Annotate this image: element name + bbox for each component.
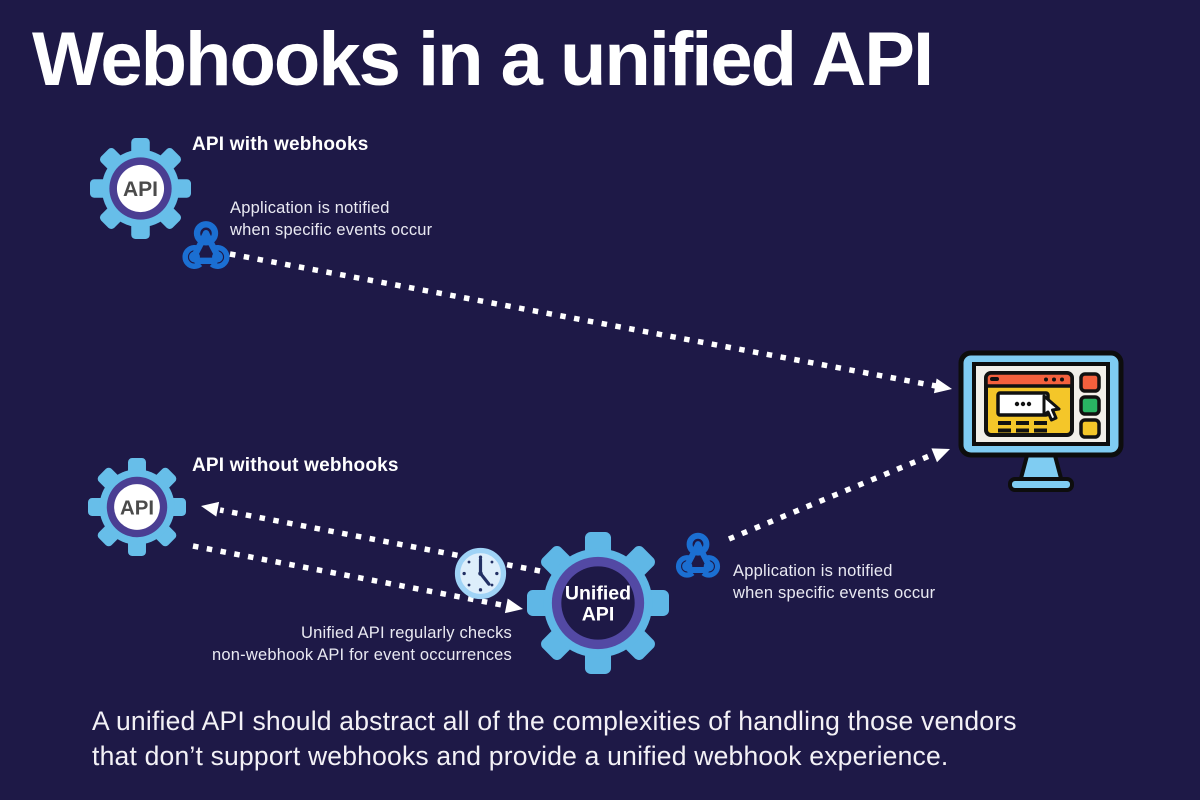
- arrowhead-to-api: [201, 501, 220, 517]
- webhook-icon: [676, 532, 720, 578]
- sidebar-buttons: [1079, 372, 1101, 439]
- gear-api-label: API: [120, 497, 154, 519]
- browser-text-lines: [998, 421, 1047, 433]
- checker-note-line2: non-webhook API for event occurrences: [212, 646, 512, 664]
- footer-summary: A unified API should abstract all of the…: [92, 704, 1152, 774]
- gear-api-label: API: [123, 178, 158, 201]
- dotted-line-webhook-to-app: [229, 251, 937, 389]
- webhook-icon: [182, 221, 230, 269]
- top-note-line2: when specific events occur: [230, 221, 433, 239]
- top-note-line1: Application is notified: [230, 199, 390, 217]
- heading-api-with-webhooks: API with webhooks: [192, 134, 369, 155]
- unified-api-gear-icon: Unified API: [527, 532, 669, 674]
- cursor-icon: [1042, 394, 1061, 422]
- arrowhead-to-unified: [504, 598, 523, 614]
- arrowhead-to-app-top: [933, 378, 952, 394]
- dotted-line-unified-webhook-to-app: [727, 451, 936, 542]
- checker-note-line1: Unified API regularly checks: [300, 624, 512, 642]
- footer-line1: A unified API should abstract all of the…: [92, 706, 1017, 736]
- gear-api-icon: API: [90, 138, 191, 239]
- browser-titlebar: [984, 371, 1074, 388]
- gear-api-icon: API: [88, 458, 186, 556]
- footer-line2: that don’t support webhooks and provide …: [92, 741, 949, 771]
- dotted-line-api-to-unified: [192, 543, 503, 608]
- mid-note-line1: Application is notified: [733, 562, 893, 580]
- mid-note: Application is notified when specific ev…: [733, 560, 935, 604]
- mid-note-line2: when specific events occur: [733, 584, 936, 602]
- top-note: Application is notified when specific ev…: [230, 197, 432, 241]
- page-title: Webhooks in a unified API: [32, 17, 934, 102]
- dotted-line-unified-to-api: [219, 507, 541, 574]
- heading-api-without-webhooks: API without webhooks: [192, 455, 399, 476]
- clock-icon: [454, 547, 507, 600]
- arrowhead-to-app-bottom: [931, 448, 950, 463]
- unified-gear-label-line1: Unified: [565, 582, 631, 604]
- checker-note: Unified API regularly checks non-webhook…: [160, 622, 512, 666]
- monitor-icon: [958, 350, 1124, 492]
- unified-gear-label-line2: API: [582, 604, 615, 626]
